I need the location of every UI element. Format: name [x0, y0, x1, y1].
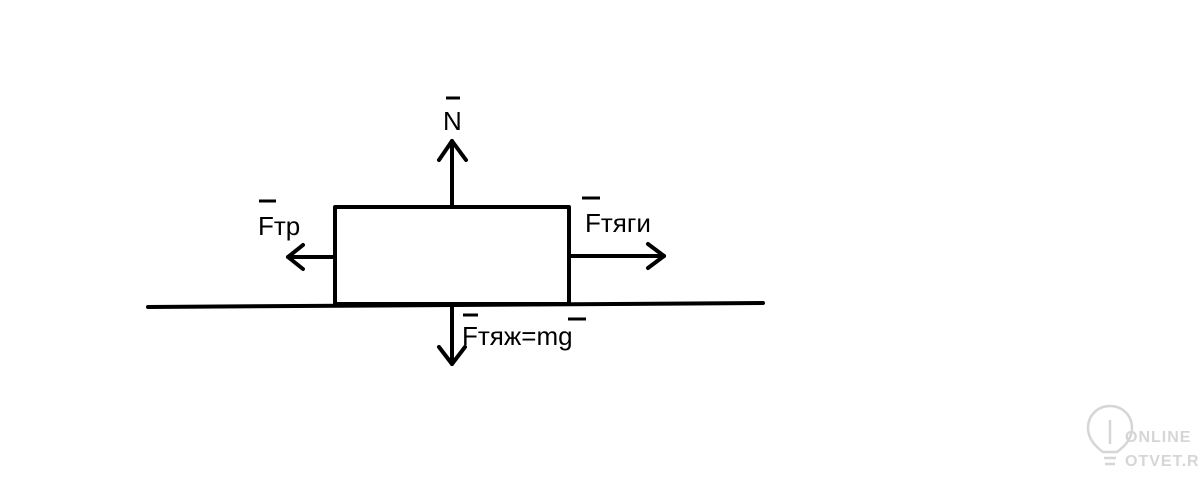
normal-force-label: N: [443, 96, 462, 136]
gravity-force-arrow: [437, 302, 467, 366]
normal-force-text: N: [443, 106, 462, 136]
gravity-force-text: Fтяж=mg: [462, 321, 573, 351]
watermark: ONLINE OTVET.RU: [1086, 404, 1200, 470]
normal-force-arrow: [437, 139, 468, 209]
friction-force-label: Fтр: [258, 199, 300, 241]
lightbulb-icon: [1086, 404, 1134, 466]
traction-force-arrow: [567, 242, 666, 270]
friction-force-text: Fтр: [258, 211, 300, 241]
watermark-line1: ONLINE: [1125, 429, 1191, 446]
traction-force-text: Fтяги: [585, 208, 651, 238]
block: [333, 205, 571, 306]
friction-force-arrow: [286, 243, 337, 271]
traction-force-label: Fтяги: [582, 196, 651, 238]
gravity-force-label: Fтяж=mg: [462, 313, 586, 351]
watermark-line2: OTVET.RU: [1125, 453, 1200, 470]
